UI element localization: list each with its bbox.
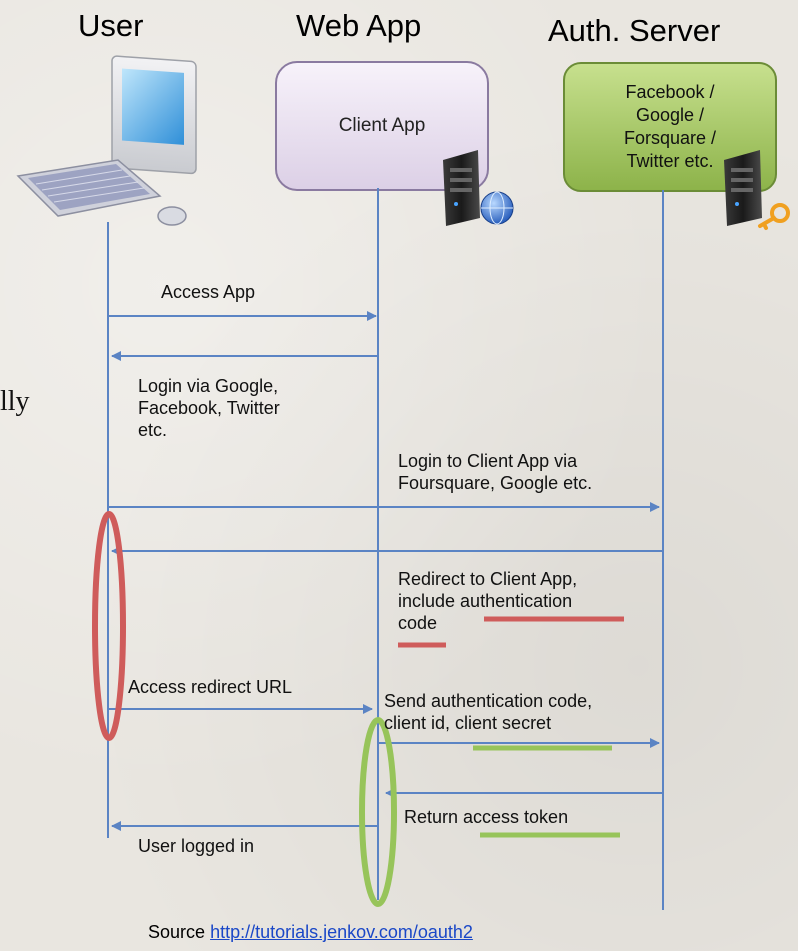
header-user: User <box>78 8 144 43</box>
web-server-icon <box>443 150 514 226</box>
header-web-app: Web App <box>296 8 422 43</box>
header-auth-server: Auth. Server <box>548 13 721 48</box>
green-highlight-ellipse <box>359 717 397 907</box>
cropped-text: lly <box>0 386 30 417</box>
computer-icon <box>16 55 197 226</box>
label-access-redirect: Access redirect URL <box>128 677 293 697</box>
label-send-code: Send authentication code, client id, cli… <box>384 691 593 733</box>
label-login-via: Login via Google, Facebook, Twitter etc. <box>138 376 280 440</box>
label-redirect: Redirect to Client App, include authenti… <box>398 569 578 633</box>
auth-server-box: Facebook / Google / Forsquare / Twitter … <box>563 62 777 192</box>
source-prefix: Source <box>148 922 206 942</box>
label-access-app: Access App <box>161 282 256 302</box>
label-return-token: Return access token <box>404 807 569 827</box>
client-app-label: Client App <box>338 115 426 136</box>
label-user-logged-in: User logged in <box>138 836 255 856</box>
source-link[interactable]: http://tutorials.jenkov.com/oauth2 <box>210 922 473 942</box>
auth-server-label: Facebook / Google / Forsquare / Twitter … <box>623 82 717 171</box>
red-highlight-ellipse <box>92 511 126 741</box>
auth-server-icon <box>724 150 790 230</box>
label-login-to-client: Login to Client App via Foursquare, Goog… <box>398 451 593 493</box>
source-footer: Source http://tutorials.jenkov.com/oauth… <box>148 922 473 943</box>
